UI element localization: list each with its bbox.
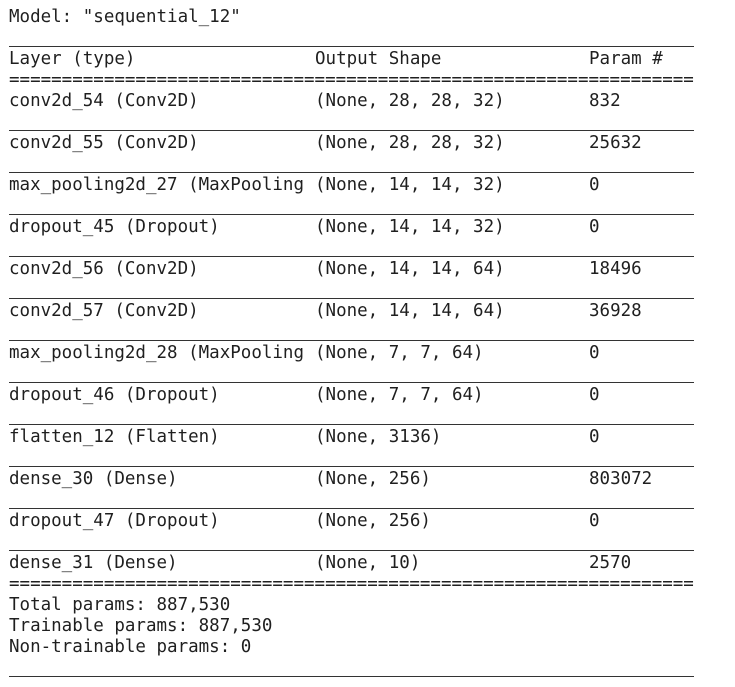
trainable-params: Trainable params: 887,530	[9, 616, 273, 636]
table-row: conv2d_54 (Conv2D) (None, 28, 28, 32) 832	[9, 91, 694, 112]
row-divider	[9, 448, 694, 469]
layer-name-cell: dropout_46 (Dropout)	[9, 385, 220, 405]
table-header: Layer (type) Output Shape Param #	[9, 49, 694, 70]
output-shape-cell: (None, 3136)	[315, 427, 442, 447]
layer-name-cell: dropout_47 (Dropout)	[9, 511, 220, 531]
layer-name-cell: dense_31 (Dense)	[9, 553, 178, 573]
header-separator: ========================================…	[9, 70, 694, 90]
table-row: flatten_12 (Flatten) (None, 3136) 0	[9, 427, 694, 448]
layer-name-cell: conv2d_56 (Conv2D)	[9, 259, 199, 279]
row-divider	[9, 532, 694, 553]
output-shape-cell: (None, 10)	[315, 553, 421, 573]
layer-name-cell: dense_30 (Dense)	[9, 469, 178, 489]
output-shape-cell: (None, 256)	[315, 511, 431, 531]
param-count-cell: 36928	[589, 301, 642, 321]
table-row: conv2d_55 (Conv2D) (None, 28, 28, 32) 2563…	[9, 133, 694, 154]
top-rule	[9, 28, 694, 49]
param-count-cell: 0	[589, 427, 600, 447]
layer-name-cell: max_pooling2d_28 (MaxPooling	[9, 343, 305, 363]
table-row: dropout_46 (Dropout) (None, 7, 7, 64) 0	[9, 385, 694, 406]
output-shape-cell: (None, 7, 7, 64)	[315, 343, 484, 363]
row-divider	[9, 238, 694, 259]
row-divider	[9, 196, 694, 217]
output-shape-cell: (None, 28, 28, 32)	[315, 91, 505, 111]
row-divider	[9, 364, 694, 385]
table-row: max_pooling2d_27 (MaxPooling (None, 14, 1…	[9, 175, 694, 196]
output-shape-cell: (None, 28, 28, 32)	[315, 133, 505, 153]
layer-name-cell: dropout_45 (Dropout)	[9, 217, 220, 237]
table-row: conv2d_56 (Conv2D) (None, 14, 14, 64) 1849…	[9, 259, 694, 280]
param-count-cell: 0	[589, 511, 600, 531]
model-summary: Model: "sequential_12" Layer (type) Outp…	[9, 0, 694, 679]
total-params: Total params: 887,530	[9, 595, 231, 615]
non-trainable-params: Non-trainable params: 0	[9, 637, 252, 657]
table-row: dropout_45 (Dropout) (None, 14, 14, 32) 0	[9, 217, 694, 238]
layer-name-cell: conv2d_55 (Conv2D)	[9, 133, 199, 153]
output-shape-cell: (None, 14, 14, 64)	[315, 301, 505, 321]
param-count-cell: 803072	[589, 469, 653, 489]
output-shape-cell: (None, 14, 14, 64)	[315, 259, 505, 279]
header-output-shape: Output Shape	[315, 49, 442, 69]
row-divider	[9, 154, 694, 175]
param-count-cell: 832	[589, 91, 621, 111]
table-row: dropout_47 (Dropout) (None, 256) 0	[9, 511, 694, 532]
footer-separator: ========================================…	[9, 574, 694, 594]
output-shape-cell: (None, 256)	[315, 469, 431, 489]
param-count-cell: 0	[589, 385, 600, 405]
param-count-cell: 0	[589, 175, 600, 195]
layer-name-cell: conv2d_54 (Conv2D)	[9, 91, 199, 111]
param-count-cell: 2570	[589, 553, 632, 573]
param-count-cell: 0	[589, 217, 600, 237]
model-title: Model: "sequential_12"	[9, 7, 241, 27]
row-divider	[9, 490, 694, 511]
layer-name-cell: flatten_12 (Flatten)	[9, 427, 220, 447]
row-divider	[9, 112, 694, 133]
bottom-rule	[9, 658, 694, 679]
param-count-cell: 0	[589, 343, 600, 363]
output-shape-cell: (None, 7, 7, 64)	[315, 385, 484, 405]
header-layer: Layer (type)	[9, 49, 136, 69]
table-row: max_pooling2d_28 (MaxPooling (None, 7, 7,…	[9, 343, 694, 364]
output-shape-cell: (None, 14, 14, 32)	[315, 175, 505, 195]
header-params: Param #	[589, 49, 663, 69]
row-divider	[9, 406, 694, 427]
table-row: conv2d_57 (Conv2D) (None, 14, 14, 64) 3692…	[9, 301, 694, 322]
output-shape-cell: (None, 14, 14, 32)	[315, 217, 505, 237]
table-row: dense_31 (Dense) (None, 10) 2570	[9, 553, 694, 574]
param-count-cell: 25632	[589, 133, 642, 153]
param-count-cell: 18496	[589, 259, 642, 279]
layer-name-cell: conv2d_57 (Conv2D)	[9, 301, 199, 321]
row-divider	[9, 322, 694, 343]
table-row: dense_30 (Dense) (None, 256) 803072	[9, 469, 694, 490]
layer-name-cell: max_pooling2d_27 (MaxPooling	[9, 175, 305, 195]
row-divider	[9, 280, 694, 301]
